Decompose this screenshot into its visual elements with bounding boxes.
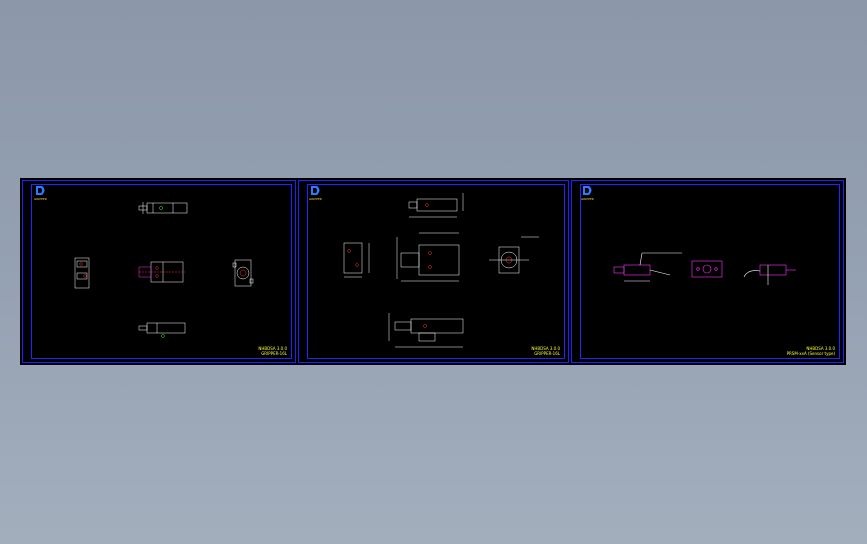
logo-text: GRIPPER bbox=[309, 197, 322, 201]
gripper-front-view bbox=[138, 261, 185, 283]
title-block-line-1: NHBDSA 3.0.0 bbox=[531, 346, 560, 351]
drawing-sheet-3[interactable]: GRIPPER bbox=[571, 180, 844, 363]
model-space-black-area bbox=[20, 178, 846, 365]
title-block: NHBDSA 3.0.0 GRIPPER-16L bbox=[531, 346, 560, 356]
sheet-2-drawing: GRIPPER bbox=[309, 186, 539, 348]
sheet-3-drawing: GRIPPER bbox=[581, 186, 796, 285]
dimensioned-top-view bbox=[408, 193, 464, 218]
gripper-side-view bbox=[74, 257, 90, 289]
gripper-end-view bbox=[232, 259, 254, 287]
title-block-line-2: GRIPPER-16L bbox=[261, 351, 287, 356]
sensor-end-view bbox=[691, 260, 723, 278]
sensor-right-view bbox=[743, 264, 796, 285]
title-block-line-1: NHBDSA 3.0.0 bbox=[806, 346, 835, 351]
title-block-line-2: GRIPPER-16L bbox=[534, 351, 560, 356]
sheet-1-drawing: GRIPPER bbox=[34, 186, 254, 338]
sheet-3-inner-frame bbox=[580, 184, 840, 359]
logo-text: GRIPPER bbox=[581, 197, 594, 201]
dimensioned-bottom-view bbox=[388, 313, 464, 348]
logo-text: GRIPPER bbox=[34, 197, 47, 201]
sheet-1-inner-frame bbox=[31, 184, 292, 359]
dimensioned-front-view bbox=[396, 232, 460, 282]
sensor-left-view bbox=[613, 252, 682, 282]
drawing-sheet-1[interactable]: GRIPPER bbox=[22, 180, 296, 363]
title-block: NHBDSA 3.0.0 PRSM-xxA (Sensor type) bbox=[787, 346, 835, 356]
title-block-line-2: PRSM-xxA (Sensor type) bbox=[786, 351, 835, 356]
title-block-line-1: NHBDSA 3.0.0 bbox=[258, 346, 287, 351]
company-logo-icon: GRIPPER bbox=[34, 186, 47, 201]
company-logo-icon: GRIPPER bbox=[309, 186, 322, 201]
company-logo-icon: GRIPPER bbox=[581, 186, 594, 201]
dimensioned-end-view bbox=[489, 236, 539, 274]
sheet-2-inner-frame bbox=[307, 184, 565, 359]
title-block: NHBDSA 3.0.0 GRIPPER-16L bbox=[258, 346, 287, 356]
dimensioned-side-view bbox=[343, 242, 370, 278]
drawing-sheet-2[interactable]: GRIPPER bbox=[298, 180, 569, 363]
gripper-top-view bbox=[138, 202, 188, 214]
gripper-bottom-view bbox=[138, 322, 186, 338]
